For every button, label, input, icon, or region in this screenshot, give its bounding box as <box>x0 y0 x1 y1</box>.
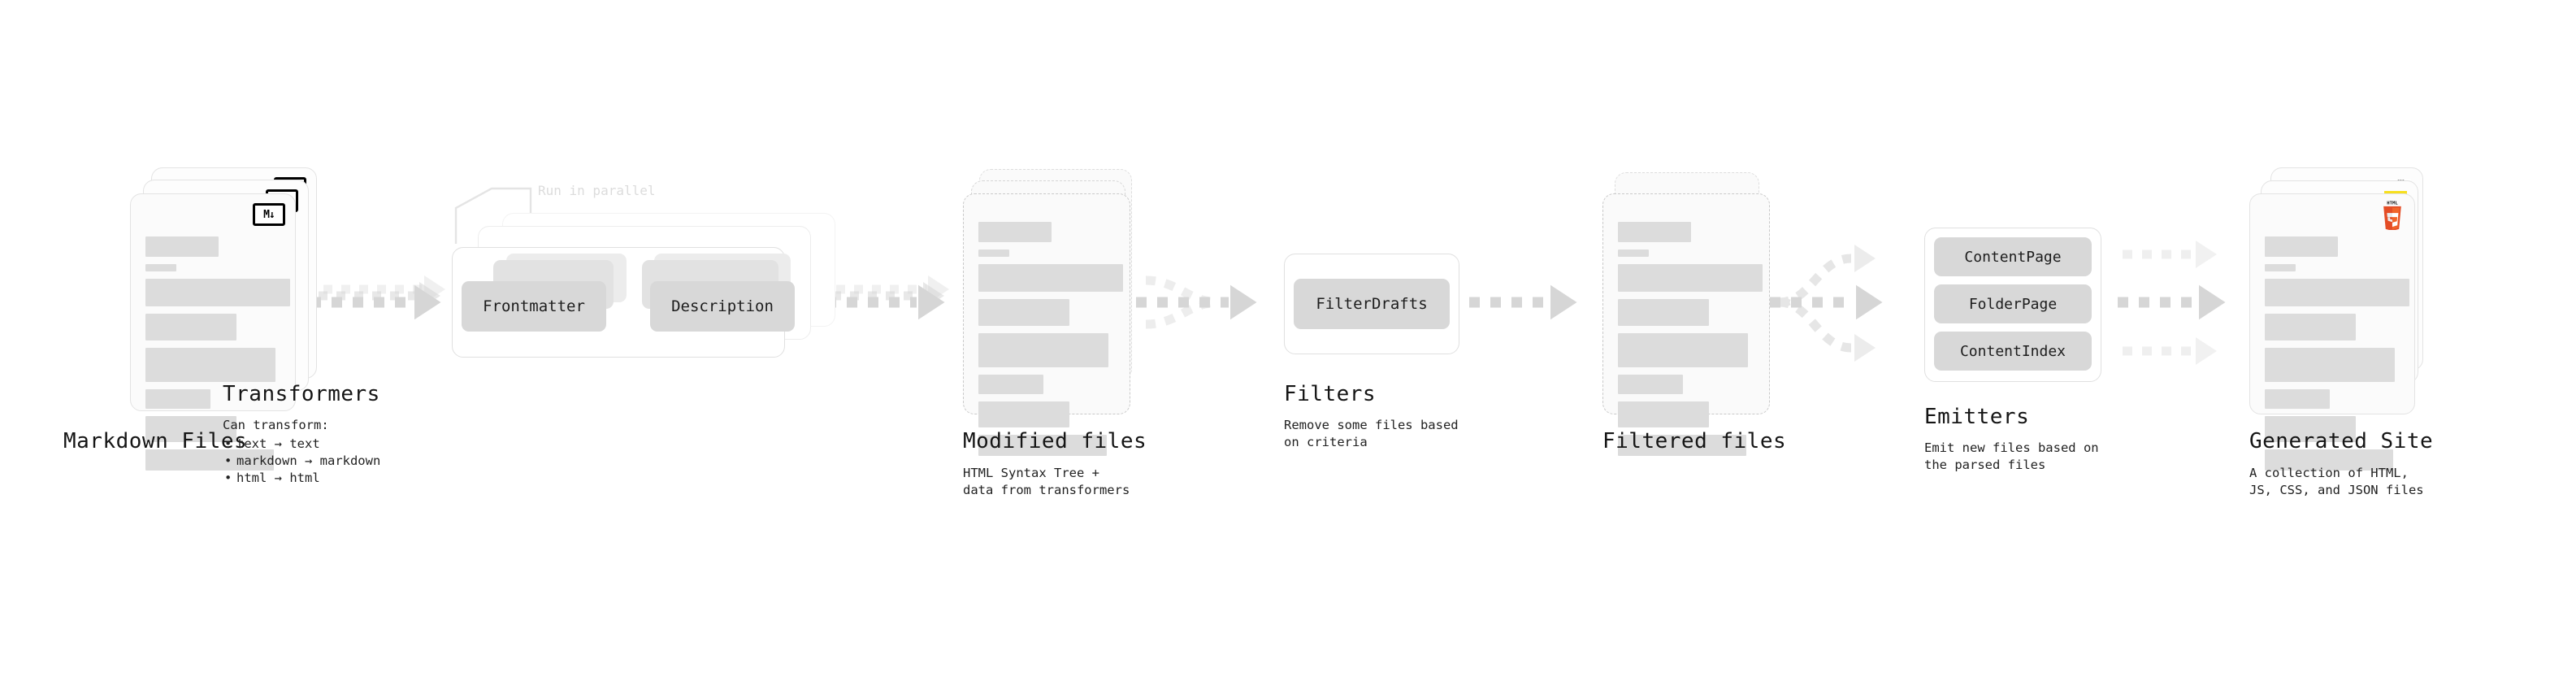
document-placeholder-bars <box>1618 222 1763 463</box>
arrow-filters-to-filtered <box>1469 284 1577 320</box>
html5-badge: HTML <box>2383 202 2401 230</box>
stage-subtitle-filters: Remove some files based on criteria <box>1284 418 1459 449</box>
filtered-card-front[interactable] <box>1602 193 1770 456</box>
emitters-chip-contentindex[interactable]: ContentIndex <box>1934 332 2092 371</box>
stage-subtitle-generated-site: A collection of HTML, JS, CSS, and JSON … <box>2249 466 2424 497</box>
stage-title-transformers: Transformers <box>223 382 380 406</box>
stage-title-markdown-files: Markdown Files <box>63 429 248 453</box>
markdown-card-front[interactable]: M↓ <box>130 193 296 471</box>
stage-title-emitters: Emitters <box>1924 405 2030 429</box>
emitters-chip-contentpage[interactable]: ContentPage <box>1934 237 2092 276</box>
stage-title-filters: Filters <box>1284 382 1377 406</box>
markdown-badge: M↓ <box>253 203 285 226</box>
stage-title-generated-site: Generated Site <box>2249 429 2434 453</box>
arrow-md-to-transformers <box>310 275 445 320</box>
arrow-modified-to-filters <box>1136 275 1257 329</box>
list-item: html → html <box>224 470 380 487</box>
stage-title-modified-files: Modified files <box>963 429 1147 453</box>
filters-chip-filterdrafts[interactable]: FilterDrafts <box>1294 279 1450 329</box>
site-card-front-html[interactable]: HTML <box>2249 193 2415 471</box>
transformers-capability-list: Can transform: text → text markdown → ma… <box>223 417 380 487</box>
modified-card-front[interactable] <box>963 193 1130 456</box>
stage-subtitle-modified-files: HTML Syntax Tree + data from transformer… <box>963 466 1130 497</box>
stage-subtitle-emitters: Emit new files based on the parsed files <box>1924 440 2099 472</box>
arrow-emitters-to-site <box>2118 241 2226 365</box>
document-placeholder-bars <box>978 222 1123 463</box>
arrow-transformers-to-modified <box>826 275 949 320</box>
stage-title-filtered-files: Filtered files <box>1602 429 1787 453</box>
list-item: text → text <box>224 436 380 453</box>
arrow-filtered-to-emitters <box>1770 245 1883 362</box>
svg-text:HTML: HTML <box>2387 202 2398 206</box>
transformers-list-heading: Can transform: <box>223 418 329 432</box>
list-item: markdown → markdown <box>224 453 380 470</box>
transformer-chip-description[interactable]: Description <box>650 281 795 332</box>
document-placeholder-bars <box>2265 236 2409 478</box>
document-placeholder-bars <box>145 236 290 478</box>
run-in-parallel-note: Run in parallel <box>538 183 656 198</box>
transformer-chip-frontmatter[interactable]: Frontmatter <box>462 281 606 332</box>
emitters-chip-folderpage[interactable]: FolderPage <box>1934 284 2092 323</box>
